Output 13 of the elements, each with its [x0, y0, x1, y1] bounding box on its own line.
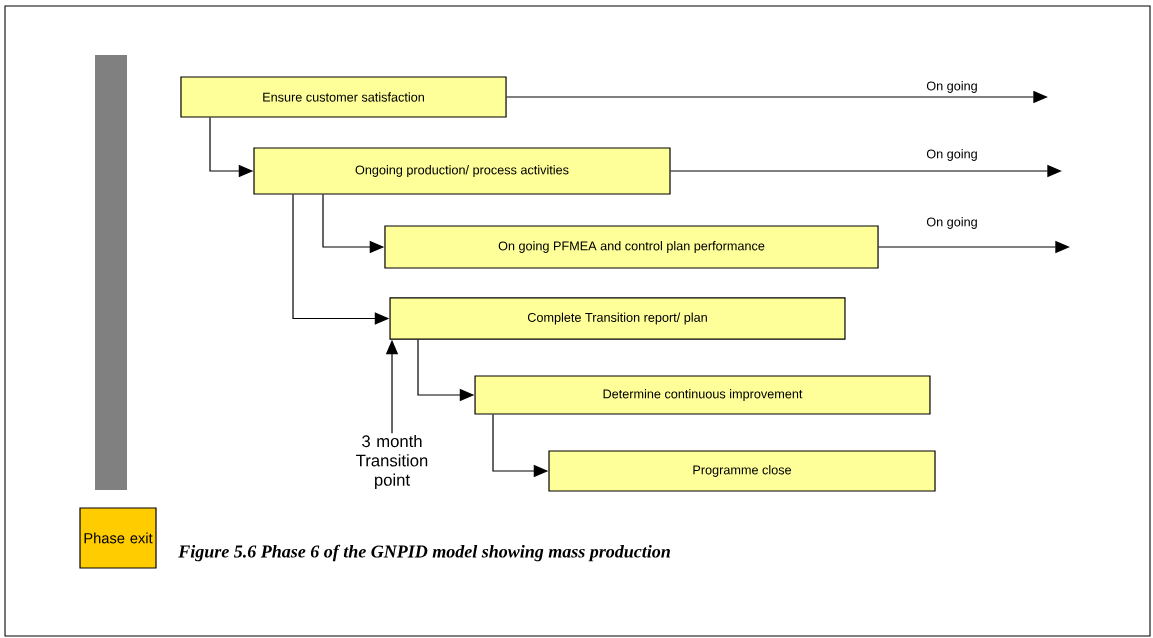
edge-label: On going	[926, 81, 977, 93]
task-box: Ensure customer satisfaction	[180, 76, 507, 118]
edge-label: On going	[926, 217, 977, 229]
transition-note: 3 month Transition point	[356, 434, 428, 490]
figure-caption: Figure 5.6 Phase 6 of the GNPID model showing mass production	[178, 544, 670, 562]
phase-bar	[95, 55, 127, 490]
task-box: Programme close	[548, 450, 936, 492]
task-box: Determine continuous improvement	[474, 375, 931, 415]
edge-label: On going	[926, 149, 977, 161]
phase-exit-box: Phase exit	[79, 507, 157, 569]
task-box: On going PFMEA and control plan performance	[384, 225, 879, 269]
task-box: Ongoing production/ process activities	[253, 147, 671, 195]
task-box: Complete Transition report/ plan	[389, 297, 846, 340]
